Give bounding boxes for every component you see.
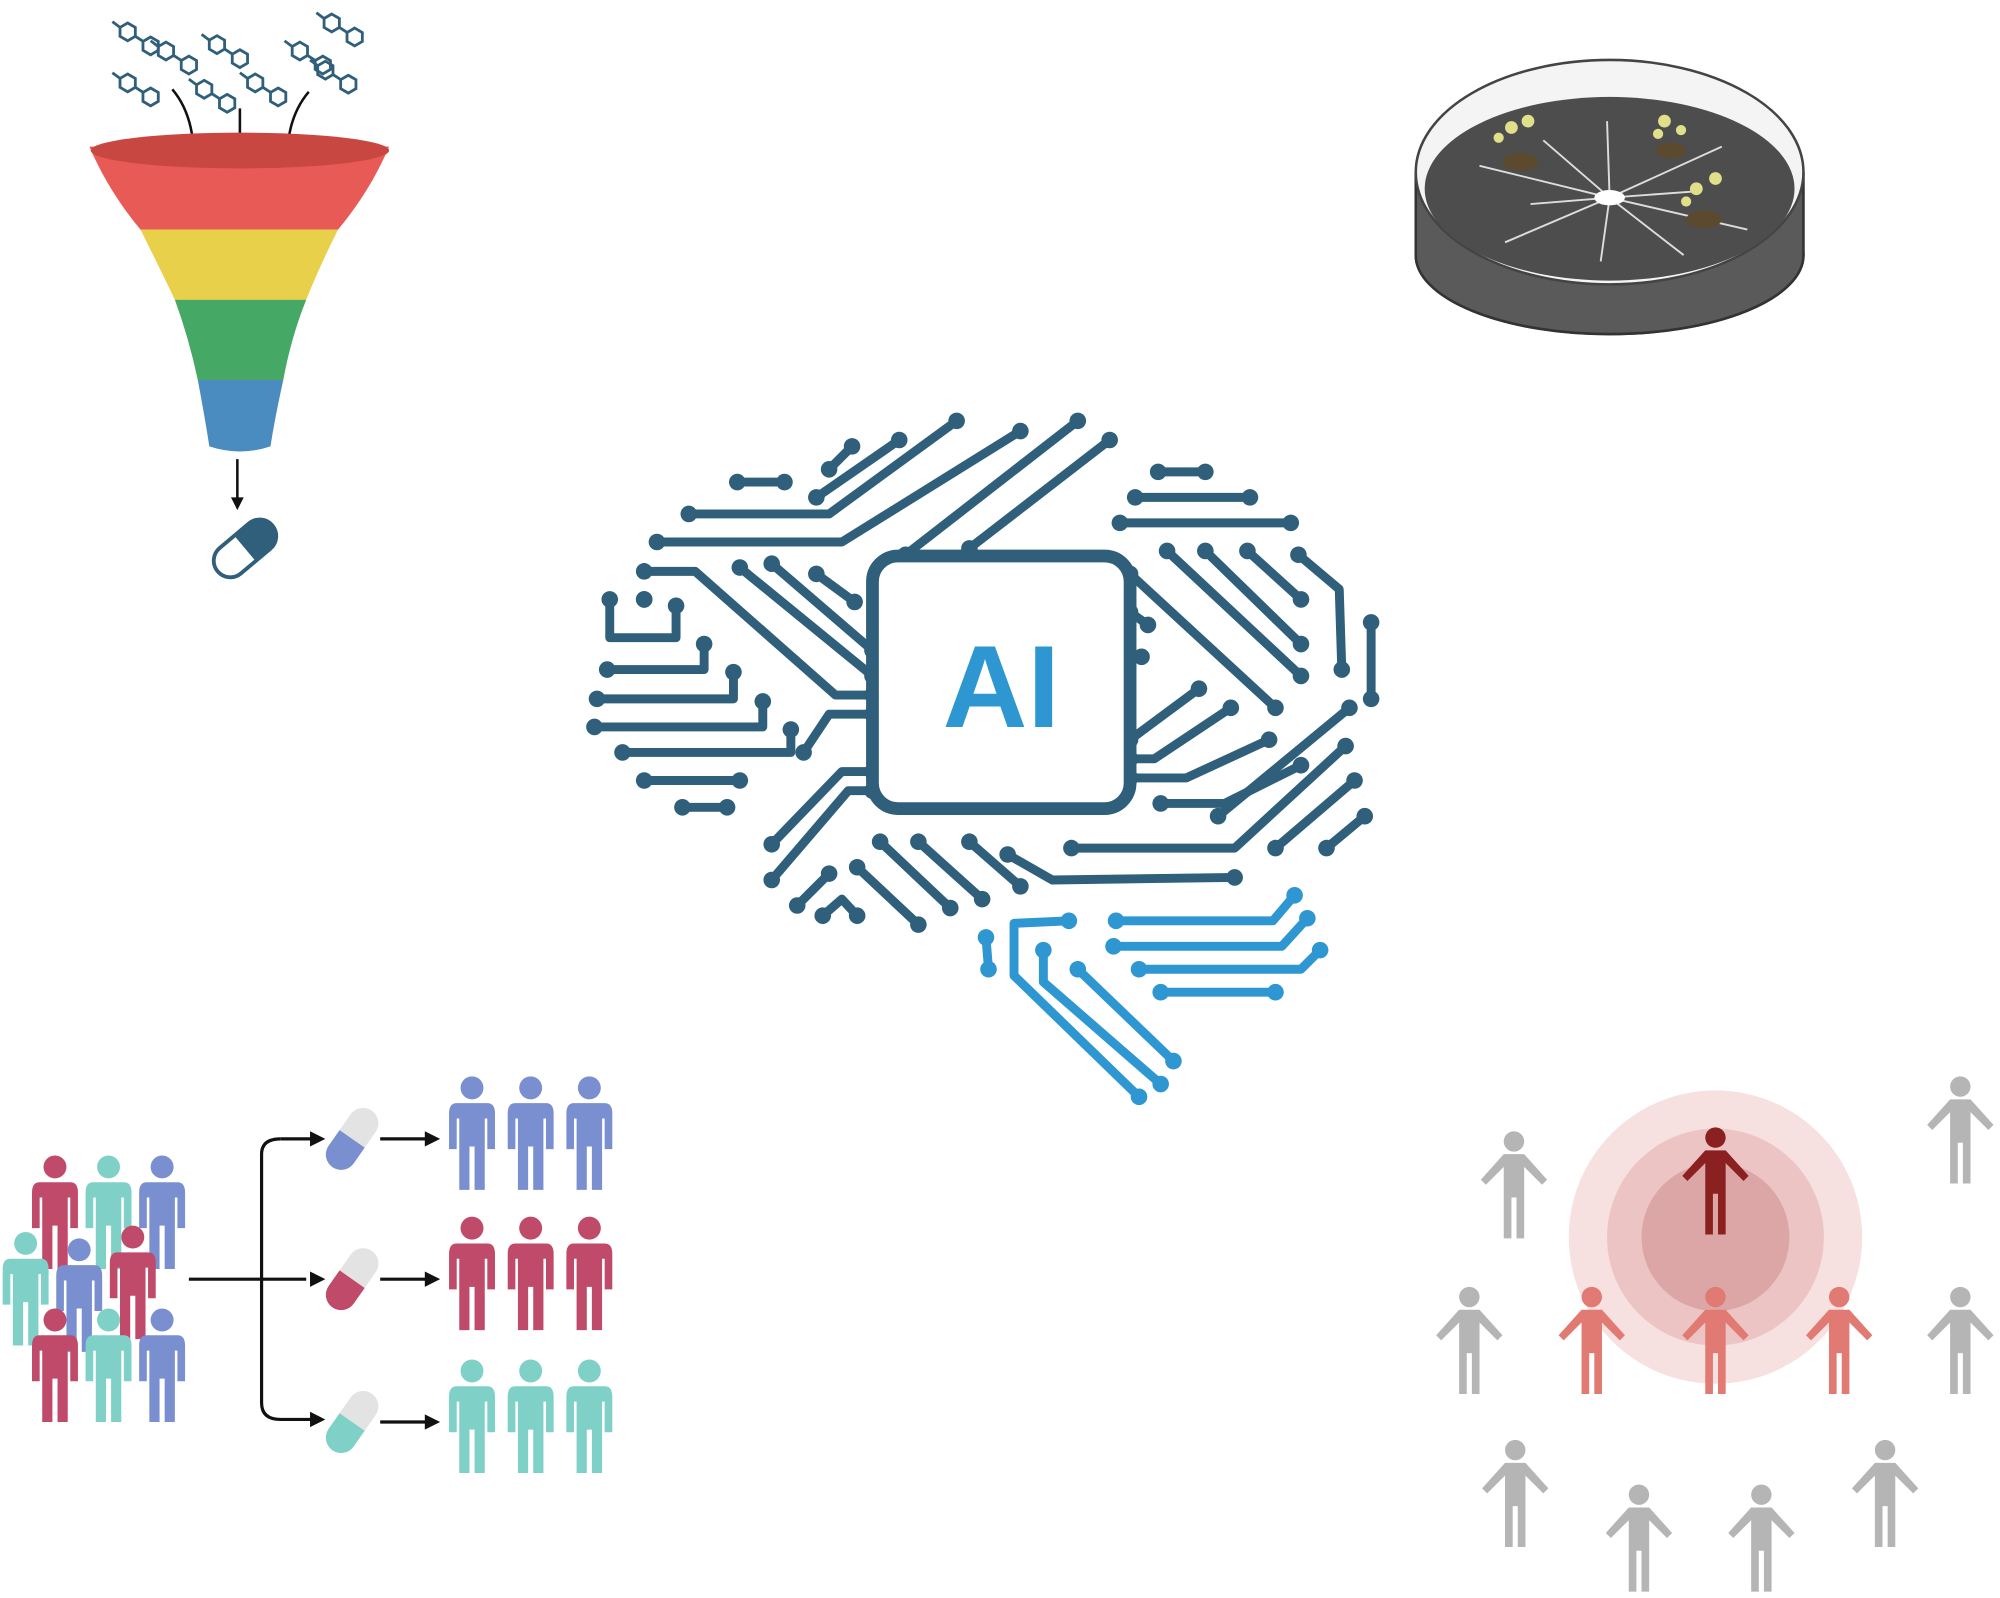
person-icon bbox=[449, 1076, 495, 1190]
circuit-trace bbox=[1069, 960, 1182, 1070]
circuit-trace bbox=[820, 438, 861, 478]
molecule-icon bbox=[110, 11, 364, 114]
funnel-icon bbox=[89, 132, 390, 452]
person-icon bbox=[1482, 1439, 1549, 1547]
person-icon bbox=[139, 1308, 186, 1423]
circuit-trace bbox=[1063, 737, 1354, 857]
drug-screening-funnel bbox=[89, 11, 390, 580]
person-icon bbox=[566, 1076, 613, 1190]
circuit-trace bbox=[680, 412, 965, 523]
circuit-trace bbox=[1362, 614, 1380, 708]
circuit-trace bbox=[1158, 542, 1310, 685]
circuit-trace bbox=[871, 833, 959, 917]
person-icon bbox=[85, 1155, 132, 1269]
circuit-trace bbox=[588, 663, 742, 708]
circuit-trace bbox=[1035, 941, 1169, 1093]
patient-group-icon bbox=[2, 1076, 613, 1474]
circuit-trace bbox=[674, 799, 736, 816]
circuit-trace bbox=[1318, 807, 1374, 857]
circuit-trace bbox=[788, 865, 838, 914]
circuit-trace bbox=[1105, 909, 1316, 955]
person-icon bbox=[566, 1359, 613, 1474]
person-icon bbox=[1728, 1484, 1795, 1592]
person-icon bbox=[139, 1155, 186, 1269]
person-icon bbox=[507, 1076, 554, 1190]
circuit-trace bbox=[1126, 489, 1259, 506]
capsule-icon bbox=[325, 1107, 379, 1170]
circuit-trace bbox=[1130, 941, 1329, 978]
person-icon bbox=[1436, 1286, 1503, 1394]
circuit-trace bbox=[1209, 699, 1358, 825]
circuit-trace bbox=[635, 591, 653, 608]
circuit-trace bbox=[1290, 546, 1351, 678]
person-icon bbox=[1927, 1076, 1994, 1184]
ai-chip: AI bbox=[866, 549, 1137, 815]
circuit-trace bbox=[614, 721, 800, 761]
circuit-trace bbox=[648, 422, 1029, 551]
person-icon bbox=[449, 1216, 495, 1331]
petri-dish-icon bbox=[1414, 58, 1805, 336]
capsule-icon bbox=[325, 1391, 379, 1453]
circuit-trace bbox=[1107, 886, 1303, 930]
circuit-trace bbox=[598, 635, 713, 678]
ai-brain-circuit-icon bbox=[586, 412, 1380, 1106]
circuit-trace bbox=[1149, 463, 1214, 481]
capsule-icon bbox=[211, 517, 279, 580]
person-icon bbox=[507, 1216, 554, 1331]
circuit-trace bbox=[961, 833, 1029, 895]
circuit-trace bbox=[910, 833, 991, 908]
person-icon bbox=[566, 1216, 613, 1331]
circuit-trace bbox=[1267, 772, 1363, 857]
person-icon bbox=[1851, 1439, 1919, 1547]
person-icon bbox=[1605, 1484, 1673, 1592]
circuit-trace bbox=[635, 772, 749, 789]
circuit-trace bbox=[1152, 983, 1284, 1001]
circuit-trace bbox=[999, 846, 1243, 886]
circuit-trace bbox=[1239, 542, 1310, 608]
circuit-trace bbox=[763, 763, 881, 853]
circuit-trace bbox=[1111, 514, 1300, 532]
circuit-trace bbox=[848, 858, 927, 933]
person-icon bbox=[2, 1231, 49, 1346]
person-icon bbox=[1480, 1131, 1548, 1239]
circuit-trace bbox=[808, 565, 863, 611]
circuit-trace bbox=[728, 473, 793, 491]
capsule-icon bbox=[325, 1248, 379, 1311]
person-icon bbox=[449, 1359, 495, 1474]
circuit-trace bbox=[1152, 756, 1310, 812]
circuit-trace bbox=[1009, 912, 1148, 1106]
circuit-trace bbox=[814, 894, 866, 924]
circuit-trace bbox=[977, 929, 997, 978]
person-icon bbox=[507, 1359, 554, 1474]
outbreak-icon bbox=[1436, 1076, 1994, 1592]
person-icon bbox=[1927, 1286, 1994, 1394]
circuit-trace bbox=[1197, 542, 1310, 653]
circuit-trace bbox=[601, 591, 685, 643]
ai-chip-label: AI bbox=[943, 621, 1060, 752]
circuit-trace bbox=[808, 431, 908, 506]
circuit-trace bbox=[586, 693, 772, 736]
